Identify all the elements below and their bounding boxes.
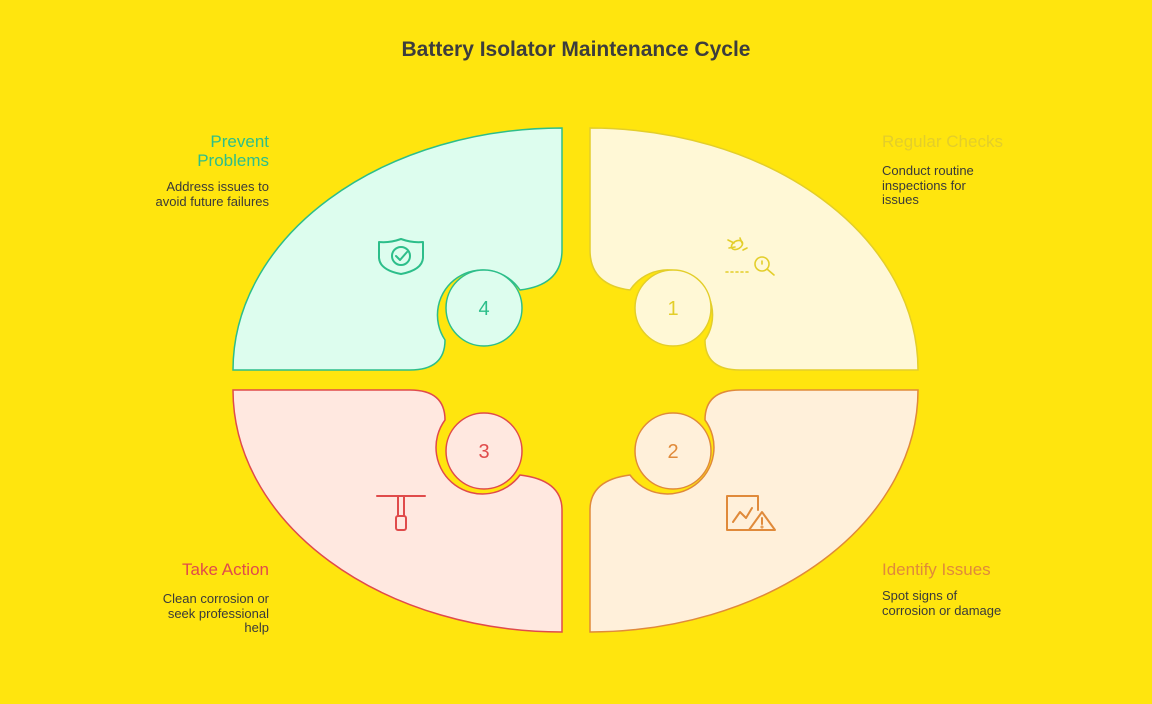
- step-2-description-line: corrosion or damage: [882, 602, 1002, 618]
- step-1-description-line: issues: [882, 192, 919, 207]
- step-number-2: 2: [634, 412, 712, 490]
- svg-text:2: 2: [667, 441, 678, 463]
- step-3-description: Clean corrosion or seek professional hel…: [69, 591, 269, 636]
- step-4-title-line: Prevent: [210, 132, 269, 151]
- svg-text:1: 1: [667, 298, 678, 320]
- quadrant-regular-checks: [589, 127, 919, 371]
- diagram-title: Battery Isolator Maintenance Cycle: [401, 38, 751, 61]
- step-number-1: 1: [634, 269, 712, 347]
- step-1-description-line: inspections for: [882, 177, 966, 193]
- step-number-3: 3: [445, 412, 523, 490]
- step-3-description-line: Clean corrosion or: [162, 591, 269, 606]
- step-2-description-line: Spot signs of: [882, 588, 958, 603]
- quadrant-prevent-problems: [232, 127, 563, 371]
- step-3-description-line: help: [244, 620, 269, 635]
- step-4-description-line: avoid future failures: [155, 193, 269, 209]
- step-2-title: Identify Issues: [882, 560, 991, 579]
- chart-warning-icon: [726, 495, 776, 531]
- step-3-title: Take Action: [182, 560, 269, 579]
- step-1-title: Regular Checks: [882, 132, 1003, 151]
- quadrant-identify-issues: [589, 389, 919, 633]
- step-1-description-line: Conduct routine: [882, 163, 974, 178]
- step-4-title: Prevent Problems: [69, 132, 269, 170]
- step-2-description: Spot signs of corrosion or damage: [882, 588, 1002, 618]
- step-3-description-line: seek professional: [167, 605, 269, 621]
- step-1-description: Conduct routine inspections for issues: [882, 163, 974, 208]
- step-4-description: Address issues to avoid future failures: [69, 179, 269, 209]
- t-handle-tool-icon: [376, 495, 426, 531]
- bug-search-icon: [725, 237, 775, 276]
- svg-text:3: 3: [478, 441, 489, 463]
- step-4-description-line: Address issues to: [166, 179, 269, 194]
- shield-check-icon: [378, 238, 424, 275]
- step-4-title-line: Problems: [197, 151, 269, 170]
- svg-text:4: 4: [478, 298, 489, 320]
- step-number-4: 4: [445, 269, 523, 347]
